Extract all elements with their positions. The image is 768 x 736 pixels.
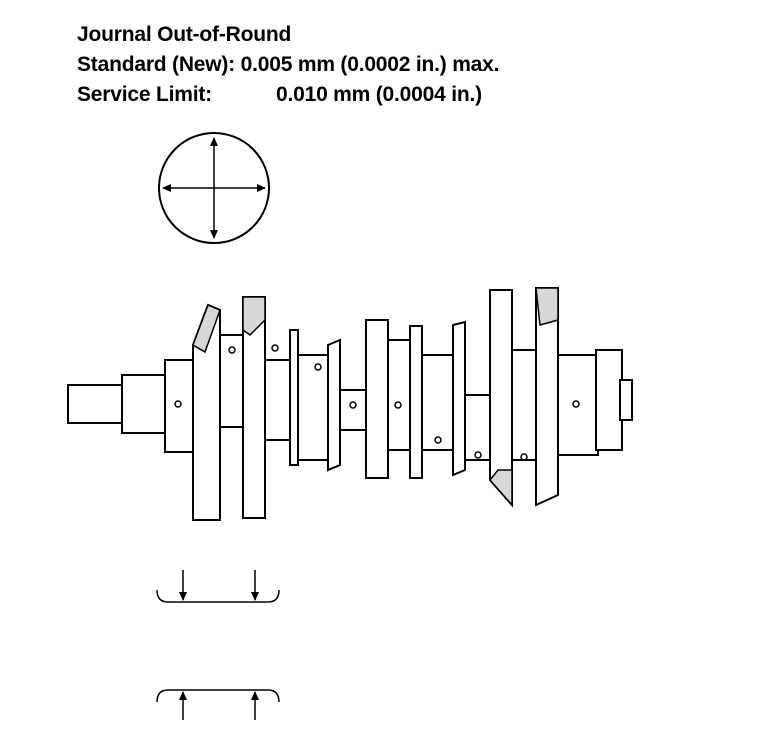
crankpin-5	[511, 349, 537, 461]
standard-row: Standard (New): 0.005 mm (0.0002 in.) ma…	[77, 50, 499, 80]
rear-boss	[619, 379, 633, 421]
crank-snout	[121, 374, 168, 434]
service-row: Service Limit: 0.010 mm (0.0004 in.)	[77, 80, 499, 110]
measure-arrows-down-icon	[156, 570, 280, 603]
standard-value: 0.005 mm (0.0002 in.) max.	[240, 53, 500, 76]
measure-arrows-up-icon	[156, 689, 280, 720]
crankpin-4	[464, 394, 494, 461]
crankpin-3	[387, 339, 411, 451]
standard-label: Standard (New):	[77, 53, 236, 76]
counterweight-5	[452, 320, 466, 477]
spec-block: Journal Out-of-Round Standard (New): 0.0…	[77, 20, 499, 110]
crankpin-2	[297, 354, 329, 461]
main-journal-4	[421, 354, 458, 451]
rear-flange	[595, 349, 623, 451]
spec-title: Journal Out-of-Round	[77, 23, 292, 46]
service-label: Service Limit:	[77, 83, 212, 106]
crankpin-1	[219, 334, 244, 428]
service-value: 0.010 mm (0.0004 in.)	[276, 83, 482, 106]
crank-nose	[67, 384, 125, 424]
counterweight-3	[365, 319, 389, 479]
crankshaft-illustration	[67, 287, 633, 521]
main-journal-3	[339, 389, 368, 431]
journal-cross-section-icon	[158, 132, 270, 244]
counterweight-4	[409, 325, 423, 479]
rear-main-journal	[557, 354, 599, 456]
